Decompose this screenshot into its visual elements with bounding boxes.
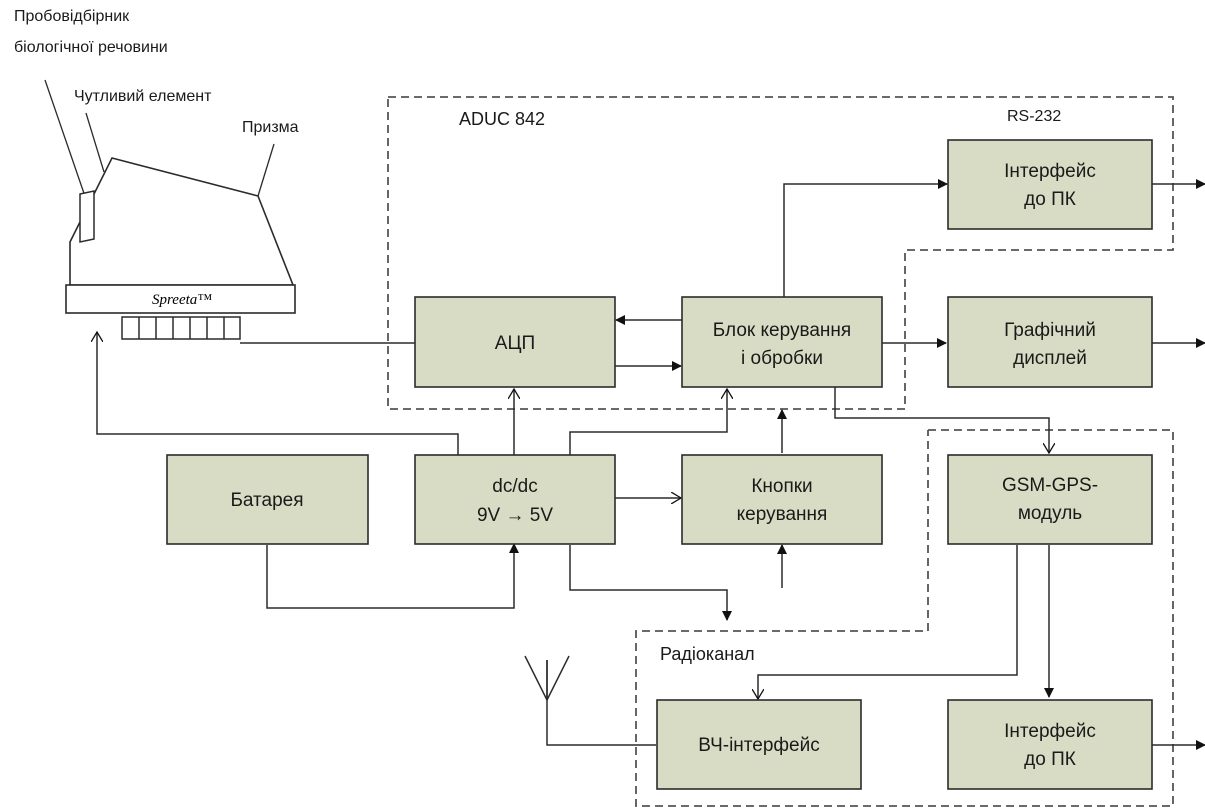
pc-interface-top-block: Інтерфейс до ПК [947,139,1153,230]
rf-label: ВЧ-інтерфейс [698,735,819,756]
battery-block: Батарея [166,454,369,545]
buttons-block: Кнопки керування [681,454,883,545]
display-label-line2: дисплей [1013,348,1087,369]
display-label-line1: Графічний [1004,320,1096,341]
buttons-label-line2: керування [737,504,828,525]
gsm-label-line2: модуль [1018,503,1082,524]
sensing-element-label: Чутливий елемент [74,88,212,105]
spreeta-sensor: Spreeta™ [44,79,296,340]
probe-label-line2: біологічної речовини [14,39,168,56]
display-block: Графічний дисплей [947,296,1153,388]
gsm-gps-block: GSM-GPS- модуль [947,454,1153,545]
spreeta-label: Spreeta™ [152,292,212,308]
rs232-label: RS-232 [1007,108,1061,125]
connections [97,179,1205,750]
battery-label: Батарея [230,490,303,511]
pc-interface-bottom-block: Інтерфейс до ПК [947,699,1153,790]
adc-block: АЦП [414,296,616,388]
dcdc-label-line1: dc/dc [492,476,537,497]
aduc-group-title: ADUC 842 [459,109,545,129]
gsm-label-line1: GSM-GPS- [1002,475,1098,496]
prism-label: Призма [242,119,299,136]
pc-interface-bottom-line1: Інтерфейс [1004,721,1096,742]
pc-interface-bottom-line2: до ПК [1024,749,1076,770]
sensor-base [65,284,296,314]
prism-shape [69,157,295,286]
adc-label: АЦП [495,333,535,354]
pc-interface-top-line1: Інтерфейс [1004,161,1096,182]
rf-interface-block: ВЧ-інтерфейс [656,699,862,790]
sensing-element-shape [79,190,95,243]
buttons-label-line1: Кнопки [751,476,812,497]
pc-interface-top-line2: до ПК [1024,189,1076,210]
antenna-icon [524,655,570,701]
probe-label-line1: Пробовідбірник [14,8,130,25]
dcdc-block: dc/dc 9V → 5V [414,454,616,545]
control-label-line1: Блок керування [713,320,851,341]
sensor-pins [121,316,241,340]
control-block: Блок керування і обробки [681,296,883,388]
dcdc-label-line2: 9V → 5V [477,505,553,526]
radio-group-title: Радіоканал [660,644,755,664]
aduc-group-border [387,96,1174,410]
control-label-line2: і обробки [741,348,823,369]
radio-group-border [635,429,1174,807]
